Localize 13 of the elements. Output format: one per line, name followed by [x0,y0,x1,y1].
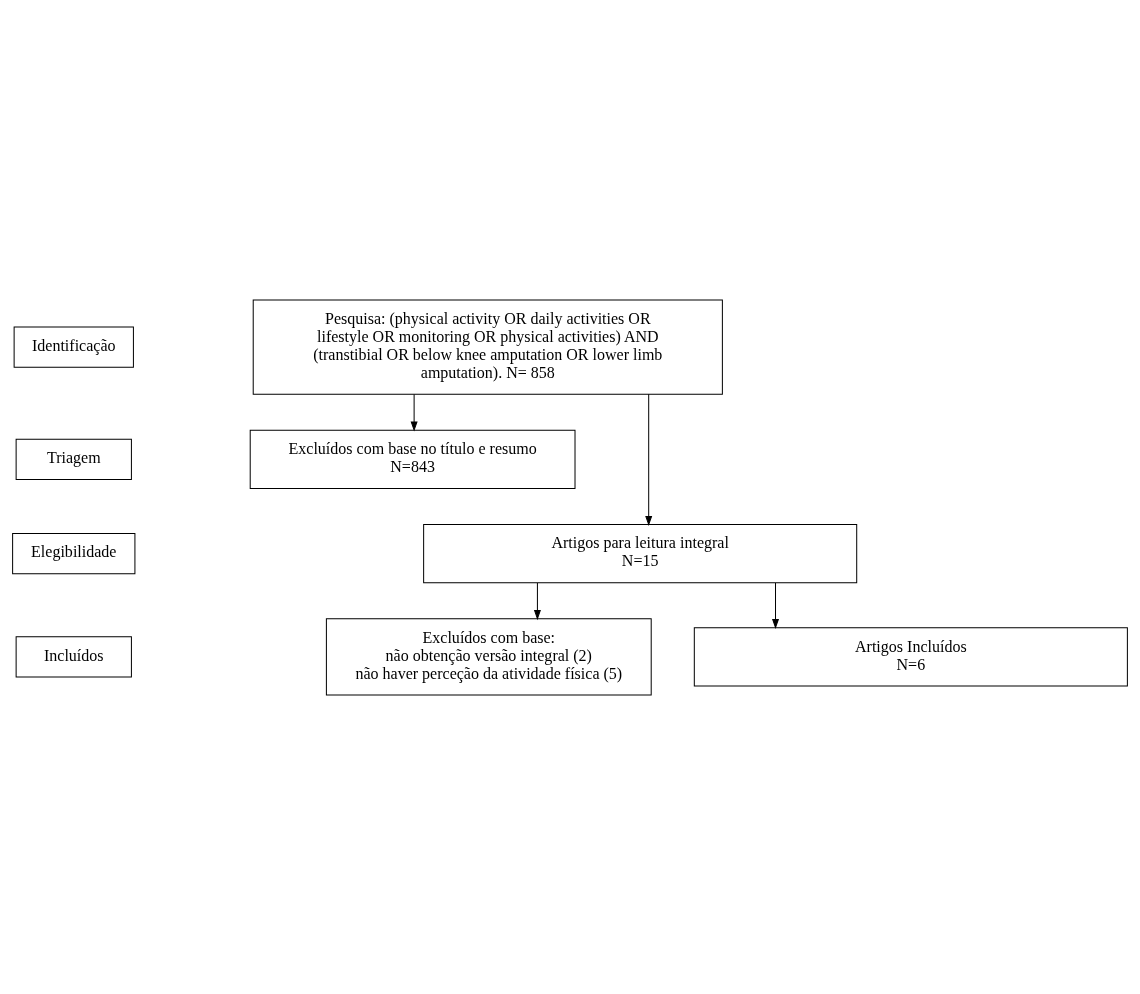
node-box: Artigos para leitura integral N=15 [423,523,858,583]
arrow [645,393,652,525]
node-box: Pesquisa: (physical activity OR daily activities OR lifestyle OR monitoring OR physical activities) AND (transtibial OR below knee amputation OR lower limb amputation). N= 858 [252,299,723,395]
node-box: Artigos Incluídos N=6 [693,626,1128,686]
node-box: Elegibilidade [12,532,136,574]
node-box: Excluídos com base no título e resumo N=843 [249,429,576,489]
node-box: Triagem [15,438,132,480]
arrow [534,581,541,619]
node-box: Incluídos [15,635,132,677]
node-box: Identificação [13,326,134,368]
node-box: Excluídos com base: não obtenção versão integral (2) não haver perceção da atividade física (5) [325,617,652,695]
arrow [410,393,418,431]
arrow [772,581,779,628]
